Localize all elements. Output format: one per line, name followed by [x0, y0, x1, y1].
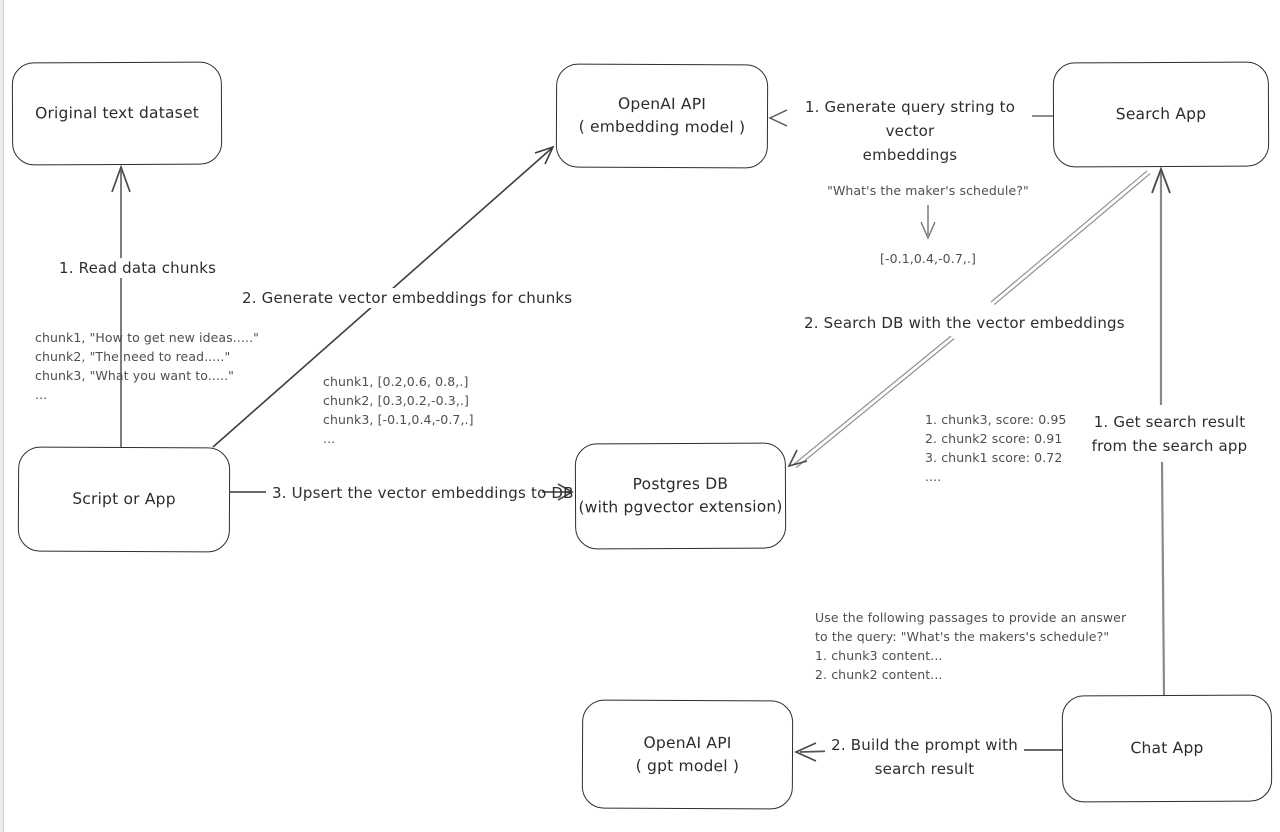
node-label-line2: ( embedding model ) [578, 117, 746, 137]
node-search-app: Search App [1052, 61, 1270, 168]
node-postgres-db: Postgres DB (with pgvector extension) [574, 442, 787, 550]
annotation-query-question: "What's the maker's schedule?" [827, 183, 1029, 198]
node-chat-app: Chat App [1061, 694, 1273, 803]
annotation-line: chunk2, [0.3,0.2,-0.3,.] [323, 393, 469, 408]
annotation-line: 2. chunk2 content... [815, 667, 943, 682]
edge-label-line1: 2. Build the prompt with [831, 736, 1018, 754]
annotation-chunk-texts: chunk1, "How to get new ideas....." chun… [35, 328, 259, 404]
edge-label-line2: embeddings [862, 146, 958, 164]
annotation-line: ... [323, 431, 336, 446]
annotation-chunk-vectors: chunk1, [0.2,0.6, 0.8,.] chunk2, [0.3,0.… [323, 372, 474, 448]
edge-label-get-search-result: 1. Get search result from the search app [1085, 410, 1254, 458]
node-label-line2: (with pgvector extension) [578, 497, 783, 517]
annotation-line: .... [925, 469, 942, 484]
node-original-text-dataset: Original text dataset [11, 61, 223, 166]
node-label-line1: OpenAI API [643, 733, 732, 752]
edge-label-line2: search result [874, 760, 975, 778]
node-openai-embedding: OpenAI API ( embedding model ) [555, 63, 769, 169]
annotation-line: ... [35, 387, 48, 402]
arrow-read-data-chunks [111, 164, 131, 447]
annotation-line: chunk3, "What you want to....." [35, 368, 235, 383]
node-label: Search App [1115, 104, 1207, 124]
edge-label-build-prompt: 2. Build the prompt with search result [825, 733, 1024, 781]
node-label-line1: OpenAI API [617, 94, 707, 114]
edge-label-query-to-vector: 1. Generate query string to vector embed… [788, 95, 1032, 167]
annotation-line: 1. chunk3, score: 0.95 [925, 412, 1067, 427]
edge-label-line2: from the search app [1091, 437, 1248, 455]
node-label-line2: ( gpt model ) [635, 756, 740, 775]
annotation-query-vector: [-0.1,0.4,-0.7,.] [879, 251, 976, 266]
annotation-line: Use the following passages to provide an… [815, 610, 1127, 625]
annotation-search-scores: 1. chunk3, score: 0.95 2. chunk2 score: … [925, 410, 1066, 486]
annotation-line: to the query: "What's the makers's sched… [815, 629, 1110, 644]
edge-label-generate-embeddings: 2. Generate vector embeddings for chunks [238, 288, 577, 308]
node-label: Script or App [72, 489, 176, 509]
annotation-line: 2. chunk2 score: 0.91 [925, 431, 1063, 446]
annotation-line: 3. chunk1 score: 0.72 [925, 450, 1063, 465]
edge-label-line1: 1. Generate query string to vector [804, 98, 1016, 140]
node-openai-gpt: OpenAI API ( gpt model ) [581, 699, 794, 810]
edge-label-read-data-chunks: 1. Read data chunks [55, 258, 221, 278]
node-script-or-app: Script or App [17, 446, 231, 553]
node-label: Chat App [1130, 738, 1204, 758]
annotation-line: 1. chunk3 content... [815, 648, 943, 663]
arrow-query-example-down [920, 205, 936, 240]
node-label-line1: Postgres DB [632, 474, 729, 494]
page-left-edge [0, 0, 4, 832]
annotation-line: chunk3, [-0.1,0.4,-0.7,.] [323, 412, 474, 427]
annotation-prompt-example: Use the following passages to provide an… [815, 608, 1126, 684]
annotation-line: chunk2, "The need to read....." [35, 349, 231, 364]
annotation-line: chunk1, [0.2,0.6, 0.8,.] [323, 374, 469, 389]
edge-label-search-db: 2. Search DB with the vector embeddings [800, 313, 1129, 333]
edge-label-upsert-embeddings: 3. Upsert the vector embeddings to DB [272, 484, 574, 502]
node-label: Original text dataset [35, 103, 199, 123]
annotation-line: chunk1, "How to get new ideas....." [35, 330, 259, 345]
edge-label-line1: 1. Get search result [1093, 413, 1246, 431]
